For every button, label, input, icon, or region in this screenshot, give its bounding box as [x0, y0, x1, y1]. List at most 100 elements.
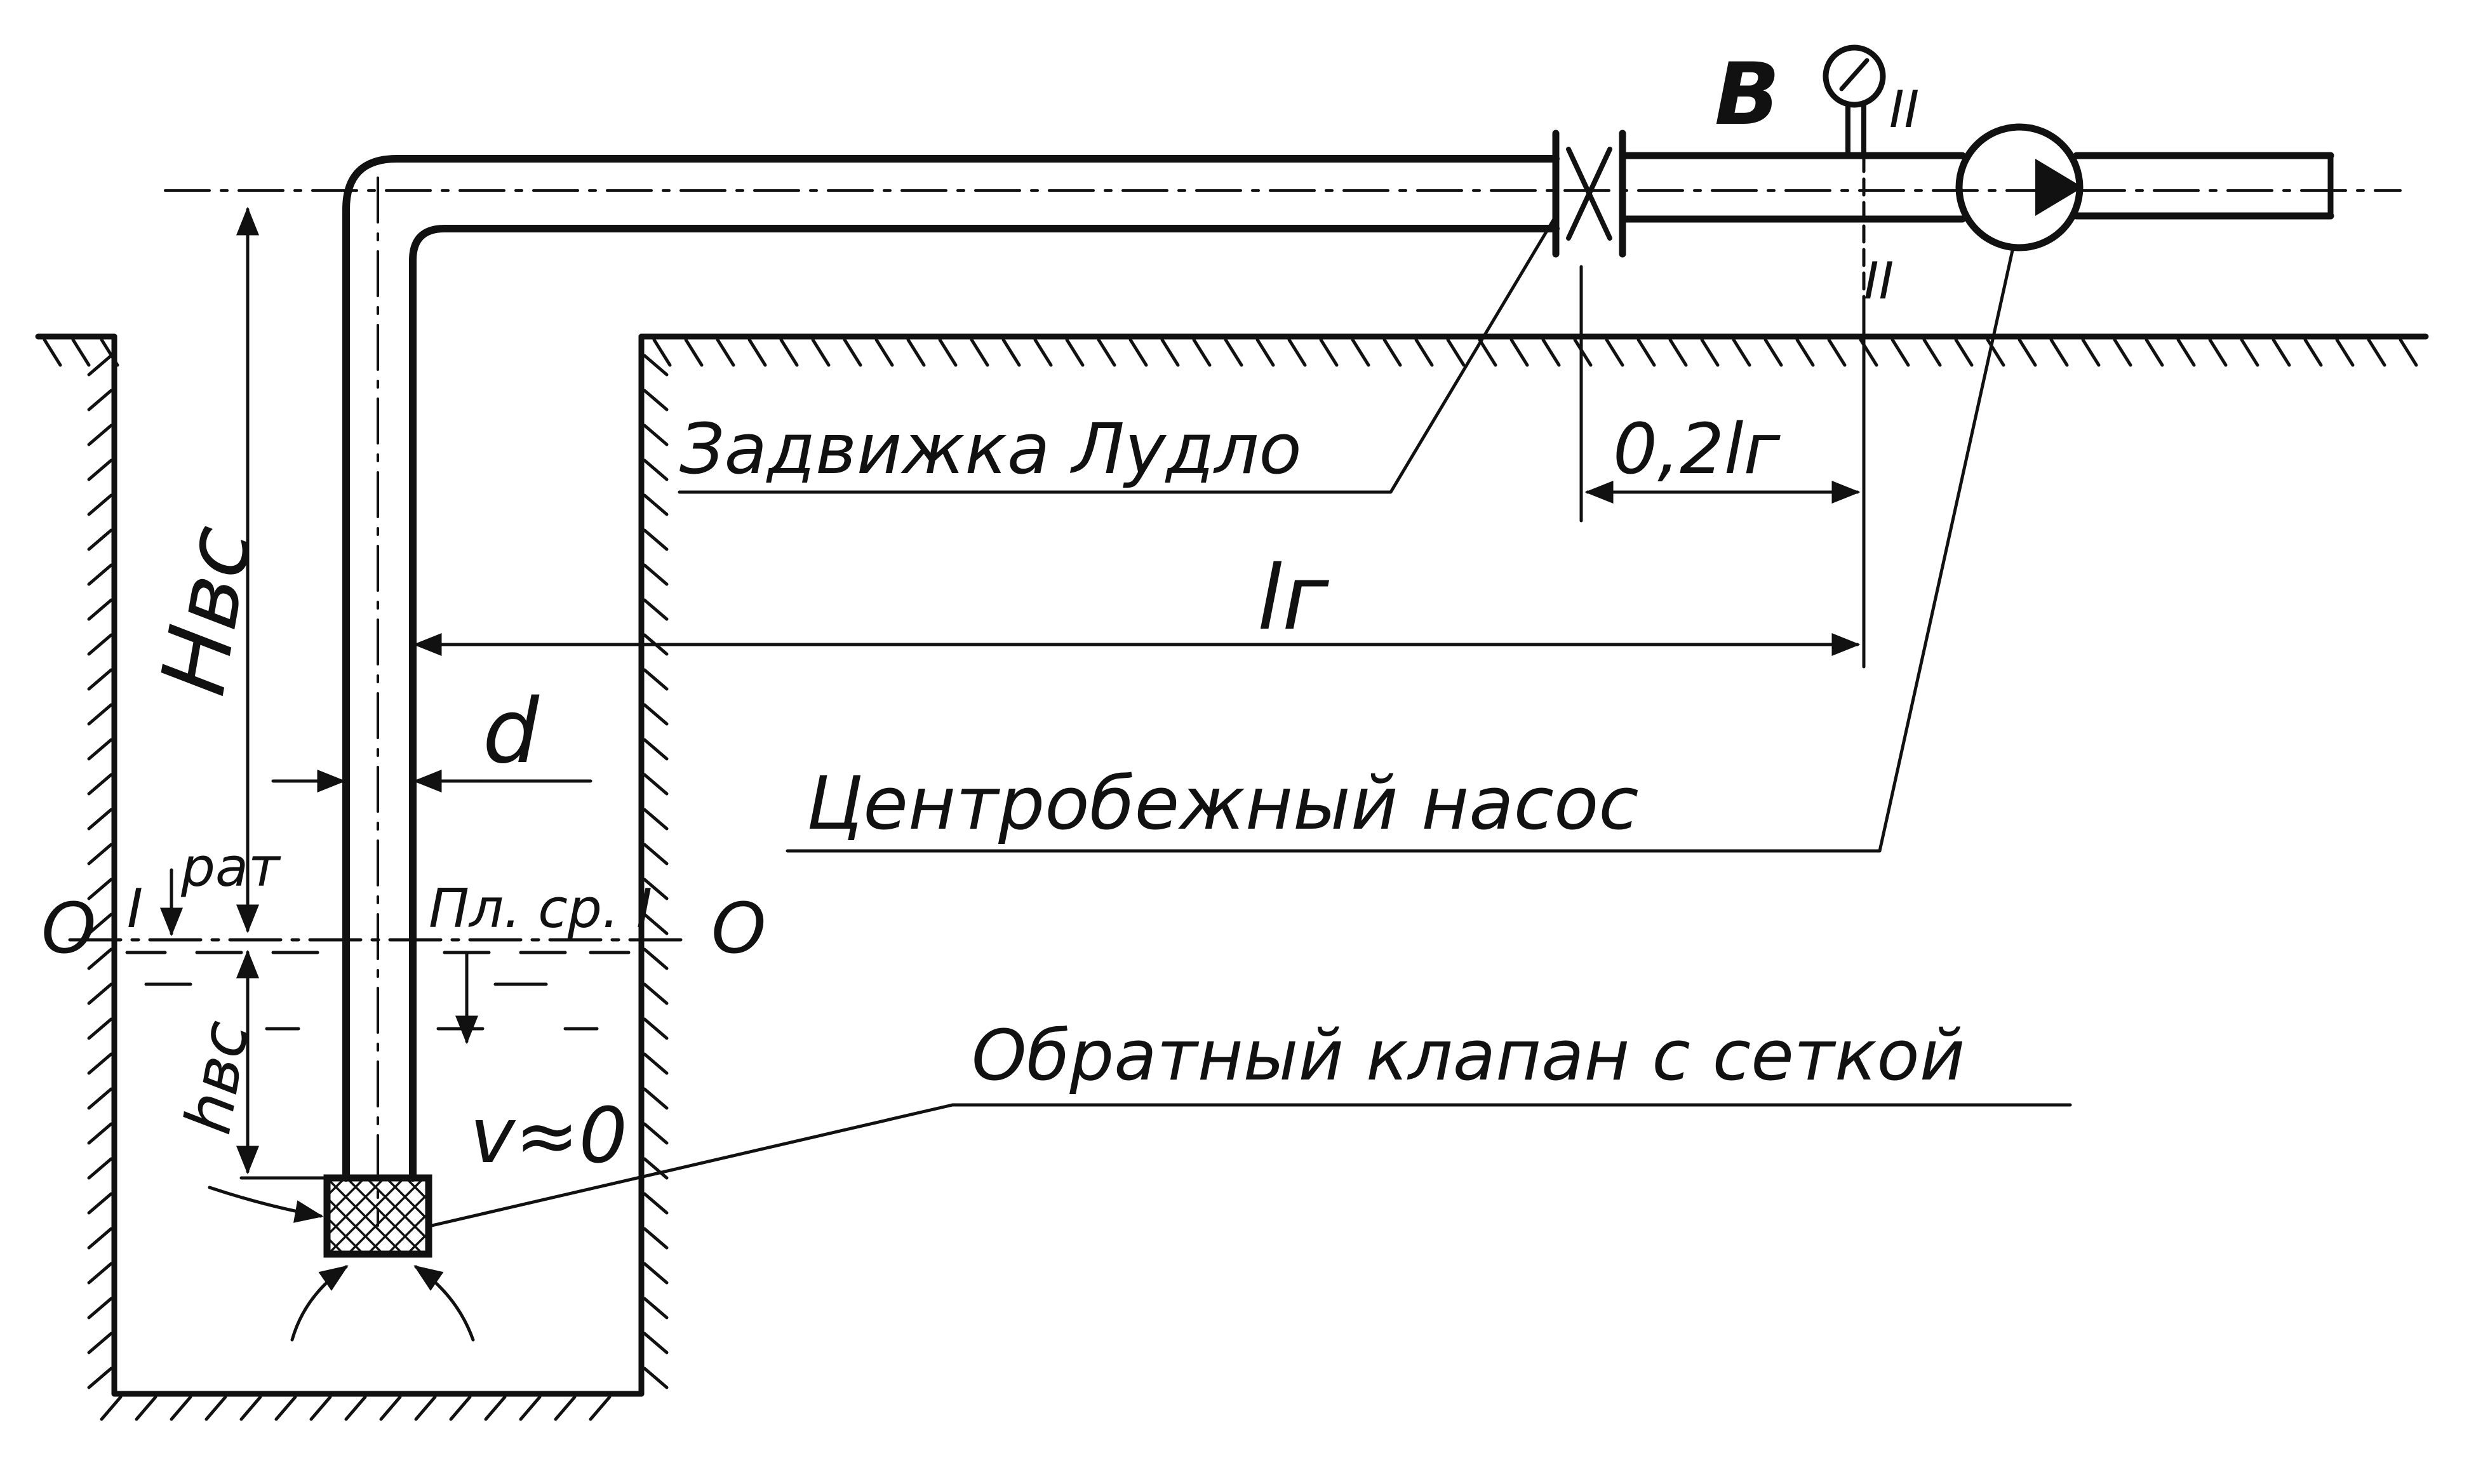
dimension-horizontal-length: [413, 297, 1866, 669]
hatch-mark: [519, 1395, 542, 1421]
hatch-mark: [1954, 338, 1974, 367]
hatch-mark: [643, 1227, 669, 1250]
gate-valve: [1552, 130, 1626, 258]
hatch-mark: [414, 1395, 437, 1421]
hatch-mark: [87, 668, 113, 691]
hatch-mark: [87, 389, 113, 411]
hatch-mark: [87, 1192, 113, 1215]
hatch-mark: [239, 1395, 262, 1421]
hatch-mark: [643, 1087, 669, 1110]
hatch-mark: [747, 338, 767, 367]
zero-left-label: O: [41, 888, 97, 969]
hatch-mark: [87, 982, 113, 1005]
hatch-mark: [87, 354, 113, 377]
hatch-mark: [2399, 338, 2418, 367]
hatch-mark: [1541, 338, 1561, 367]
hatch-mark: [2335, 338, 2355, 367]
hatch-mark: [87, 424, 113, 446]
suction-pipe: [342, 155, 1560, 1182]
hatch-mark: [87, 1122, 113, 1145]
hatch-mark: [1636, 338, 1656, 367]
hatch-mark: [1033, 338, 1053, 367]
atm-pressure-label: pат: [180, 836, 281, 899]
hatch-mark: [1224, 338, 1243, 367]
hatch-mark: [87, 633, 113, 656]
hatch-mark: [643, 1367, 669, 1389]
hatch-mark: [1890, 338, 1910, 367]
hatch-mark: [87, 808, 113, 831]
hatch-mark: [1319, 338, 1339, 367]
hatch-mark: [87, 912, 113, 935]
velocity-label: v≈0: [470, 1092, 627, 1180]
hatch-mark: [87, 1367, 113, 1389]
hatch-mark: [643, 947, 669, 970]
hatch-mark: [87, 458, 113, 481]
point-b-label: B: [1715, 44, 1780, 144]
hatch-mark: [643, 354, 669, 377]
hatch-mark: [1351, 338, 1370, 367]
atmospheric-pressure-arrows: [160, 868, 478, 1045]
hatch-mark: [87, 1332, 113, 1354]
hatch-mark: [1097, 338, 1116, 367]
hatch-mark: [1795, 338, 1815, 367]
hatch-mark: [87, 1262, 113, 1285]
hatch-mark: [87, 703, 113, 726]
check-valve-label: Обратный клапан с сеткой: [972, 1015, 1965, 1096]
hatch-mark: [2113, 338, 2132, 367]
hatch-mark: [554, 1395, 577, 1421]
hatch-mark: [2367, 338, 2386, 367]
hatch-mark: [1827, 338, 1847, 367]
hatch-mark: [2081, 338, 2101, 367]
hatch-mark: [1763, 338, 1783, 367]
hatch-mark: [843, 338, 862, 367]
hatch-mark: [2017, 338, 2037, 367]
hatch-mark: [643, 1157, 669, 1180]
hatch-mark: [309, 1395, 332, 1421]
hatch-mark: [643, 1192, 669, 1215]
hatch-mark: [1001, 338, 1021, 367]
submergence-label: hвс: [170, 1015, 263, 1139]
valve-label: Задвижка Лудло: [679, 408, 1302, 490]
horizontal-length-label: lг: [1257, 547, 1330, 650]
hatch-mark: [643, 703, 669, 726]
hatch-mark: [643, 563, 669, 586]
dimension-gauge-distance: [1579, 265, 1861, 523]
hatch-mark: [449, 1395, 472, 1421]
hatch-mark: [1922, 338, 1942, 367]
section-ii-top-label: II: [1889, 80, 1919, 139]
pipe-to-pump: [1619, 152, 1966, 223]
hatch-mark: [2272, 338, 2291, 367]
ground-surface: [35, 333, 2429, 367]
hatch-mark: [643, 458, 669, 481]
hatch-mark: [643, 982, 669, 1005]
hatch-mark: [87, 1087, 113, 1110]
hatch-mark: [43, 338, 62, 367]
hatch-mark: [684, 338, 704, 367]
hatch-mark: [779, 338, 799, 367]
dimension-suction-height: [236, 206, 348, 1180]
hatch-mark: [643, 878, 669, 900]
hatch-mark: [1192, 338, 1212, 367]
hatch-mark: [2208, 338, 2228, 367]
hatch-mark: [906, 338, 926, 367]
hatch-mark: [1287, 338, 1307, 367]
leader-lines: [430, 214, 2072, 1227]
centerlines: [164, 177, 2402, 1227]
hatch-mark: [716, 338, 735, 367]
hatch-mark: [87, 1052, 113, 1075]
hatch-mark: [643, 1297, 669, 1320]
hatch-mark: [2144, 338, 2164, 367]
well-walls: [87, 333, 669, 1421]
check-valve-screen: [323, 1174, 432, 1258]
vacuum-gauge: [1823, 44, 1886, 158]
hatch-mark: [170, 1395, 192, 1421]
hatch-mark: [2176, 338, 2196, 367]
hatch-mark: [100, 1395, 123, 1421]
hatch-mark: [87, 493, 113, 516]
hatch-mark: [87, 1157, 113, 1180]
hatch-mark: [1160, 338, 1180, 367]
hatch-mark: [1414, 338, 1434, 367]
hatch-mark: [643, 1122, 669, 1145]
hatch-mark: [2240, 338, 2259, 367]
